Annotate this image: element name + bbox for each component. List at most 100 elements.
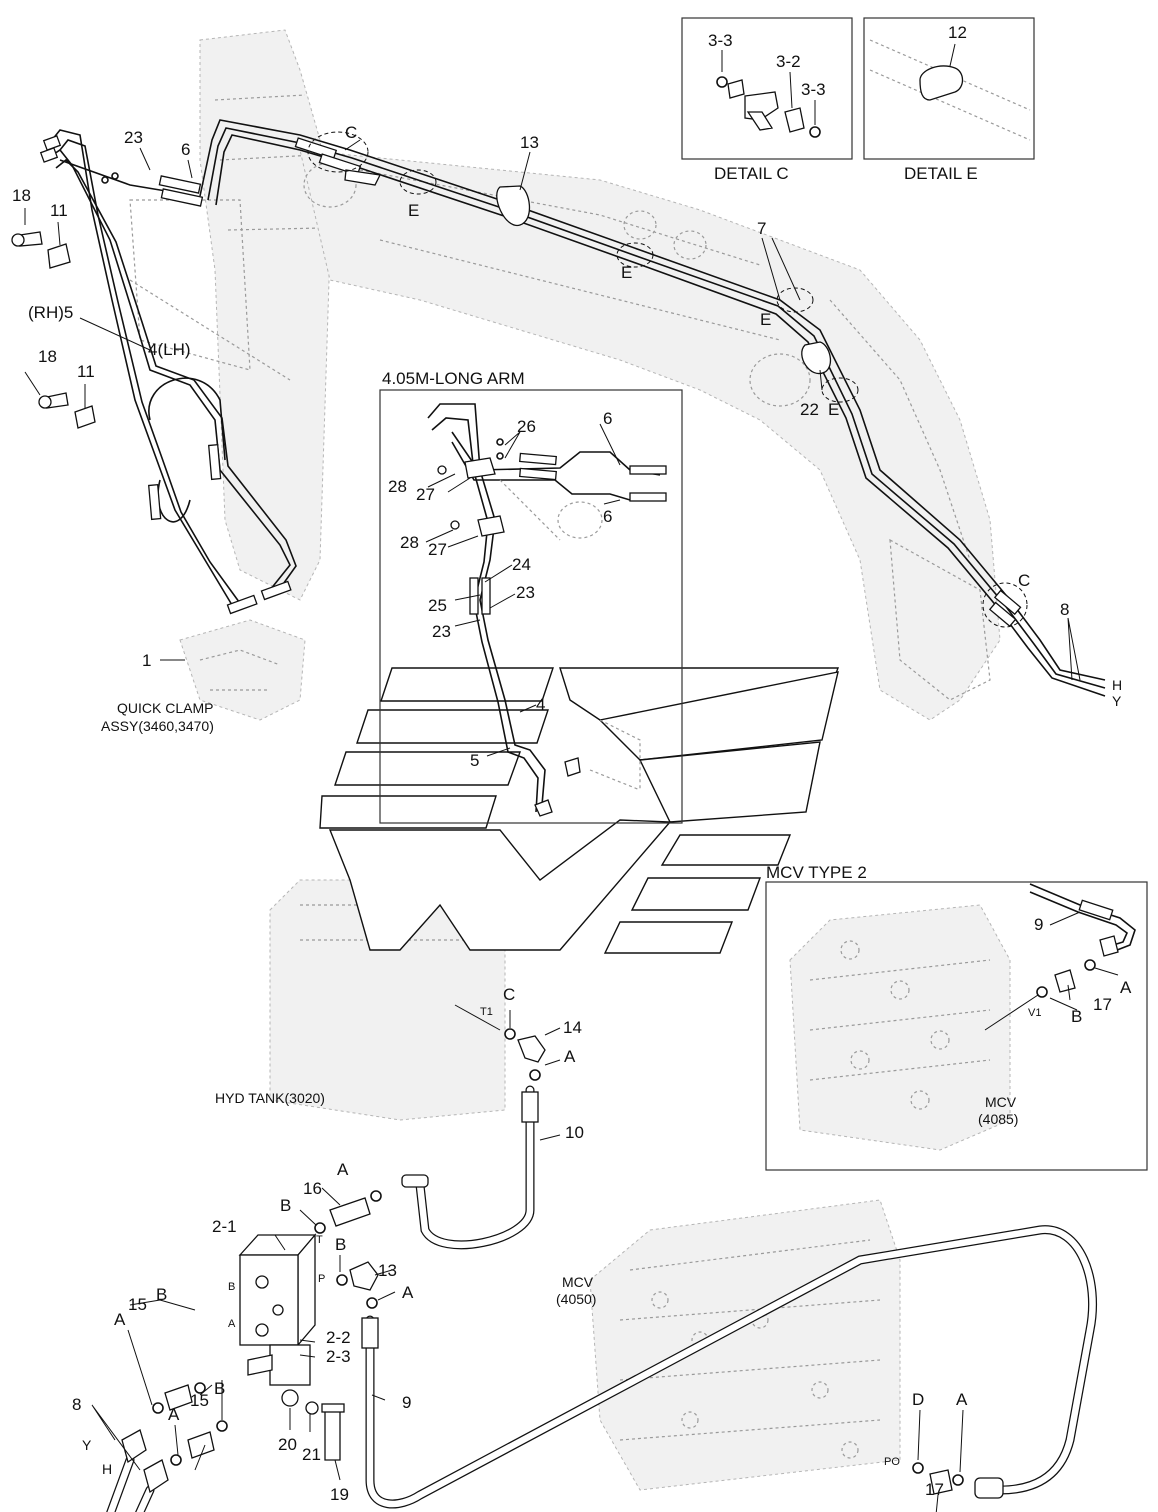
port-a-block: A — [228, 1318, 236, 1330]
detail-e-box: 12 DETAIL E — [863, 17, 1035, 183]
callout-17-type2: 17 — [1093, 995, 1112, 1014]
letter-a-17: A — [956, 1390, 968, 1409]
letter-a-type2: A — [1120, 978, 1132, 997]
letter-e-1: E — [408, 201, 419, 220]
letter-e-2: E — [621, 263, 632, 282]
letter-a-tank: A — [564, 1047, 576, 1066]
callout-16: 16 — [303, 1179, 322, 1198]
letter-e-4: E — [828, 400, 839, 419]
letter-a-16: A — [337, 1160, 349, 1179]
arm-callout-27-top: 27 — [416, 485, 435, 504]
detail-markers — [307, 131, 1028, 628]
letter-e-3: E — [760, 310, 771, 329]
callout-9-type2: 9 — [1034, 915, 1043, 934]
callout-13-low: 13 — [378, 1261, 397, 1280]
callouts-main: 23 6 18 11 (RH)5 4(LH) 18 11 1 13 7 22 8… — [12, 123, 1122, 734]
caption-mcv-4085-1: MCV — [985, 1094, 1017, 1110]
callout-3-2: 3-2 — [776, 52, 801, 71]
caption-quick-clamp-2: ASSY(3460,3470) — [101, 718, 214, 734]
letter-a-15top: A — [114, 1310, 126, 1329]
caption-detail-c: DETAIL C — [714, 164, 789, 183]
long-arm-box: 4.05M-LONG ARM 26 6 6 28 27 28 27 24 25 … — [379, 369, 683, 824]
callout-22: 22 — [800, 400, 819, 419]
callout-8-top: 8 — [1060, 600, 1069, 619]
letter-h-low: H — [102, 1461, 112, 1477]
pipe-run-main — [47, 119, 1106, 697]
letter-a-15low: A — [168, 1405, 180, 1424]
ghost-machine — [129, 29, 1001, 1491]
arm-callout-23-left: 23 — [432, 622, 451, 641]
callout-9-low: 9 — [402, 1393, 411, 1412]
mcv-type2-box: MCV TYPE 2 9 17 A B V1 MCV (4085) — [765, 863, 1148, 1171]
callout-lh4: 4(LH) — [148, 340, 191, 359]
letter-a-13: A — [402, 1283, 414, 1302]
callout-11-low: 11 — [77, 362, 95, 381]
caption-hyd-tank: HYD TANK(3020) — [215, 1090, 325, 1106]
letter-d: D — [912, 1390, 924, 1409]
callout-23: 23 — [124, 128, 143, 147]
callout-6: 6 — [181, 140, 190, 159]
caption-detail-e: DETAIL E — [904, 164, 978, 183]
valve-block-area: T P B A PO A 16 B — [72, 1160, 1098, 1512]
letter-b-type2: B — [1071, 1007, 1082, 1026]
arm-callout-25: 25 — [428, 596, 447, 615]
callout-3-3-right: 3-3 — [801, 80, 826, 99]
callout-21: 21 — [302, 1445, 321, 1464]
port-p-block: P — [318, 1273, 325, 1285]
arm-callout-23-right: 23 — [516, 583, 535, 602]
port-po: PO — [884, 1456, 900, 1468]
port-t-block: T — [316, 1234, 323, 1246]
callout-18-low: 18 — [38, 347, 57, 366]
letter-b-16: B — [280, 1196, 291, 1215]
callout-17-low: 17 — [925, 1480, 944, 1499]
port-v1: V1 — [1028, 1007, 1041, 1019]
callout-8-low: 8 — [72, 1395, 81, 1414]
callout-15-top: 15 — [128, 1295, 147, 1314]
caption-mcv-4050-2: (4050) — [556, 1291, 596, 1307]
callout-11-top: 11 — [50, 201, 68, 220]
arm-callout-5: 5 — [470, 751, 479, 770]
watermark-logo — [319, 667, 840, 954]
caption-mcv-type2: MCV TYPE 2 — [766, 863, 867, 882]
callout-2-2: 2-2 — [326, 1328, 351, 1347]
caption-mcv-4050-1: MCV — [562, 1274, 594, 1290]
callout-13-top: 13 — [520, 133, 539, 152]
port-b-block: B — [228, 1281, 235, 1293]
callout-19: 19 — [330, 1485, 349, 1504]
callout-2-3: 2-3 — [326, 1347, 351, 1366]
arm-callout-27-low: 27 — [428, 540, 447, 559]
caption-mcv-4085-2: (4085) — [978, 1111, 1018, 1127]
arm-callout-28-low: 28 — [400, 533, 419, 552]
callout-rh5: (RH)5 — [28, 303, 73, 322]
letter-y-low: Y — [82, 1437, 92, 1453]
fittings-top — [11, 135, 1022, 628]
letter-b-13: B — [335, 1235, 346, 1254]
arm-callout-26: 26 — [517, 417, 536, 436]
letter-c-tank: C — [503, 985, 515, 1004]
arm-callout-6-top: 6 — [603, 409, 612, 428]
letter-b-15low: B — [214, 1379, 225, 1398]
letter-c-top: C — [345, 123, 357, 142]
letter-c-right: C — [1018, 571, 1030, 590]
callout-1: 1 — [142, 651, 151, 670]
callout-3-3-left: 3-3 — [708, 31, 733, 50]
callout-14: 14 — [563, 1018, 582, 1037]
arm-callout-24: 24 — [512, 555, 531, 574]
arm-callout-6-low: 6 — [603, 507, 612, 526]
callout-7: 7 — [757, 219, 766, 238]
arm-callout-4: 4 — [536, 695, 545, 714]
tank-return-line: T1 C 14 A 10 HYD TANK(3020) — [215, 985, 584, 1250]
detail-c-box: 3-3 3-2 3-3 DETAIL C — [681, 17, 853, 183]
caption-quick-clamp-1: QUICK CLAMP — [117, 700, 213, 716]
caption-long-arm: 4.05M-LONG ARM — [382, 369, 525, 388]
arm-callout-28-top: 28 — [388, 477, 407, 496]
callout-20: 20 — [278, 1435, 297, 1454]
callout-10: 10 — [565, 1123, 584, 1142]
letter-y-top: Y — [1112, 693, 1122, 709]
letter-b-15top: B — [156, 1285, 167, 1304]
callout-15-low: 15 — [190, 1391, 209, 1410]
leaders-top — [24, 139, 1081, 681]
letter-h-top: H — [1112, 677, 1122, 693]
callout-18-top: 18 — [12, 186, 31, 205]
